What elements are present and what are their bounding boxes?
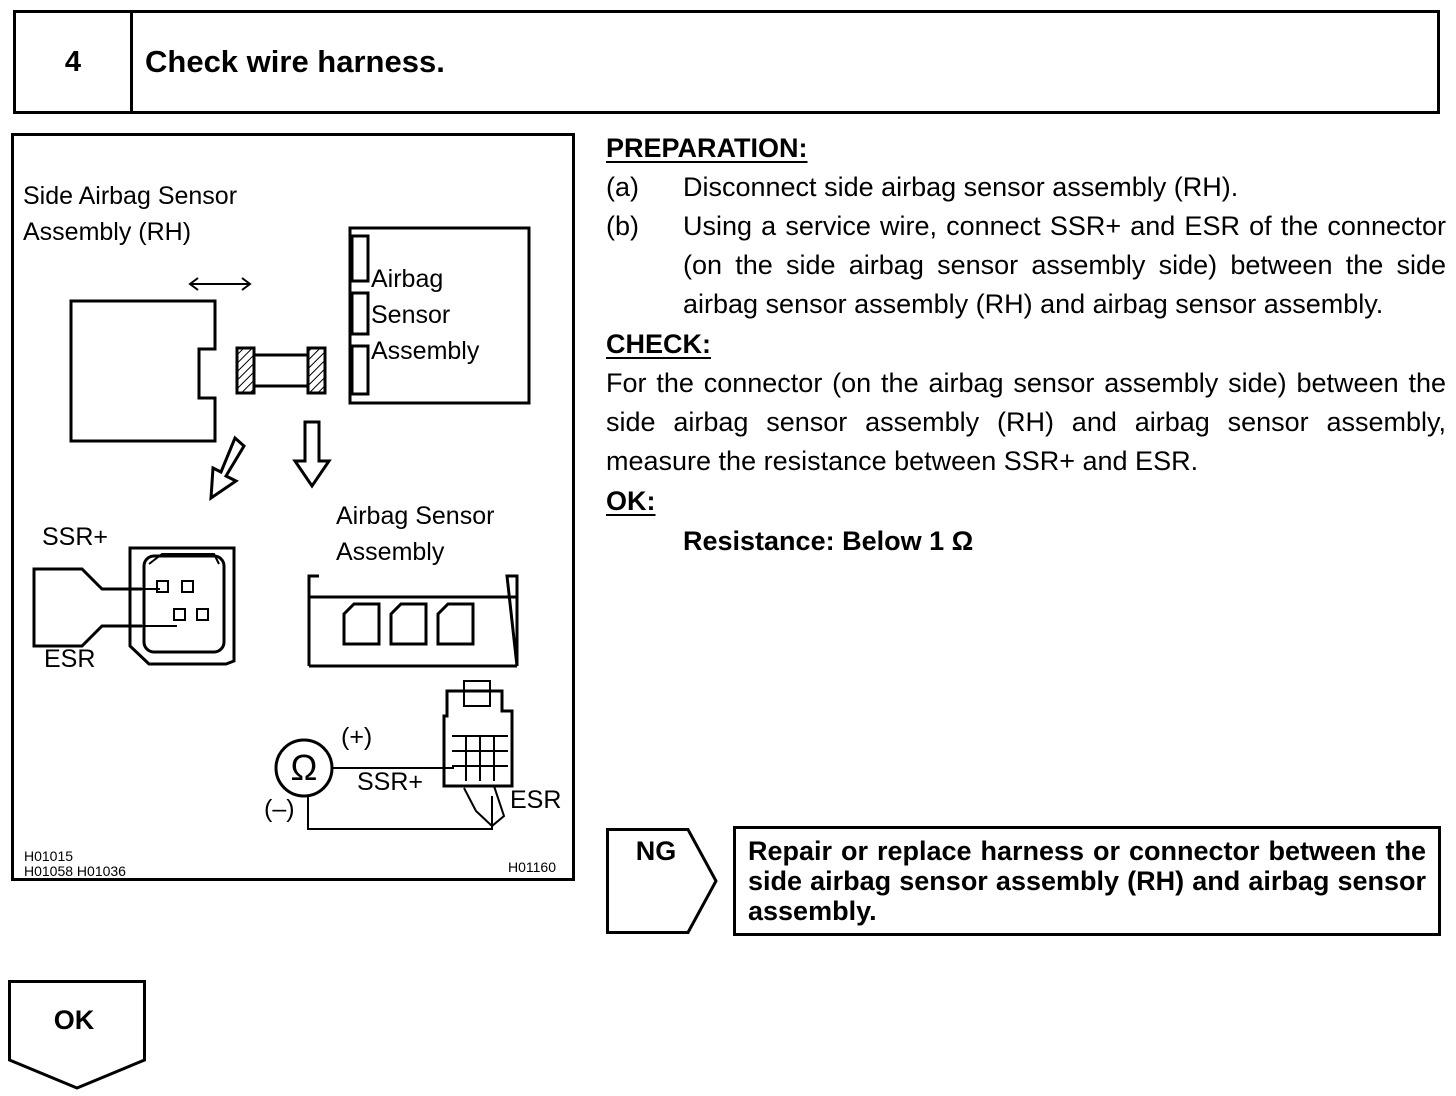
airbag-sensor-label-line2: Assembly	[336, 538, 445, 566]
illustration-panel: Ω Side Airbag Sensor Assembly (RH) Airba…	[11, 133, 575, 881]
step-header: 4 Check wire harness.	[13, 10, 1440, 114]
terminal-ssr-label: SSR+	[42, 523, 109, 551]
connector-left	[235, 346, 256, 395]
probe-ssr-label: SSR+	[357, 768, 424, 796]
ok-arrow: OK	[8, 980, 146, 1090]
check-text: For the connector (on the airbag sensor …	[606, 368, 1446, 476]
figure-code-1: H01015	[24, 848, 74, 864]
step-a-text: Disconnect side airbag sensor assembly (…	[683, 172, 1239, 202]
step-b-text: Using a service wire, connect SSR+ and E…	[683, 211, 1446, 319]
preparation-step-b: (b) Using a service wire, connect SSR+ a…	[606, 207, 1446, 324]
meter-plus-label: (+)	[341, 723, 373, 751]
ng-arrow: NG	[606, 828, 718, 934]
airbag-sensor-connectors	[307, 574, 519, 667]
step-number: 4	[16, 13, 133, 111]
side-sensor-body	[69, 299, 217, 443]
preparation-step-a: (a) Disconnect side airbag sensor assemb…	[606, 168, 1446, 207]
side-sensor-label-line1: Side Airbag Sensor	[23, 182, 238, 210]
arrow-down-left	[209, 435, 246, 501]
step-title: Check wire harness.	[145, 44, 445, 79]
ok-heading: OK:	[606, 486, 656, 516]
arrow-down-right	[292, 420, 332, 489]
inner-label-line3: Assembly	[371, 337, 480, 365]
check-heading: CHECK:	[606, 329, 711, 359]
inner-label-line2: Sensor	[371, 301, 451, 329]
terminal-esr-label: ESR	[44, 645, 96, 673]
figure-code-2: H01058 H01036	[24, 863, 126, 879]
airbag-sensor-label-line1: Airbag Sensor	[336, 502, 495, 530]
ok-label: OK	[53, 1005, 95, 1035]
side-connector-face	[128, 546, 236, 666]
step-a-letter: (a)	[606, 172, 639, 202]
step-b-letter: (b)	[606, 211, 639, 241]
connector-right	[306, 346, 327, 395]
probe-esr-label: ESR	[510, 786, 562, 814]
ng-action: Repair or replace harness or connector b…	[733, 826, 1441, 936]
resistance-spec: Resistance: Below 1 Ω	[683, 526, 974, 556]
inner-label-line1: Airbag	[371, 265, 444, 293]
service-wire	[32, 567, 142, 648]
figure-code-3: H01160	[508, 859, 557, 875]
procedure-text: PREPARATION: (a) Disconnect side airbag …	[606, 128, 1446, 561]
meter-minus-label: (–)	[264, 795, 295, 823]
preparation-heading: PREPARATION:	[606, 133, 808, 163]
ng-label: NG	[635, 836, 677, 866]
side-sensor-label-line2: Assembly (RH)	[23, 218, 192, 246]
ohm-symbol: Ω	[291, 747, 318, 788]
airbag-sensor-box	[348, 226, 531, 405]
wiring-illustration: Ω	[32, 226, 531, 830]
harness-connector	[442, 689, 514, 788]
